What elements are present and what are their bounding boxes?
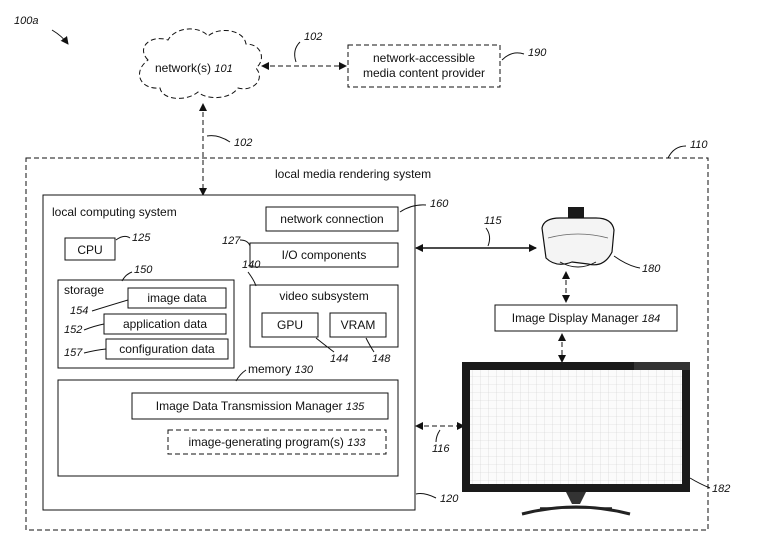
io-ref: 127 xyxy=(222,235,241,247)
local-computing-ref-leader xyxy=(415,493,437,499)
program-label: image-generating program(s) 133 xyxy=(188,435,366,449)
network-connection-label: network connection xyxy=(280,212,383,226)
application-data-ref: 152 xyxy=(64,324,82,336)
network-connection-ref: 160 xyxy=(430,198,449,210)
network-connection-ref-leader xyxy=(399,204,427,213)
local-media-rendering-system-box xyxy=(25,157,709,531)
gpu-ref: 144 xyxy=(330,353,348,365)
network-connection-box xyxy=(265,206,399,232)
storage-label: storage xyxy=(64,283,104,297)
memory-ref-leader xyxy=(235,369,247,382)
video-subsystem-label: video subsystem xyxy=(279,289,368,303)
provider-ref: 190 xyxy=(528,47,547,59)
image-data-transmission-manager-box xyxy=(131,392,389,420)
local-computing-ref: 120 xyxy=(440,493,459,505)
io-label: I/O components xyxy=(282,248,367,262)
io-ref-leader xyxy=(239,239,251,247)
figure-label-arrow xyxy=(51,29,69,45)
network-cloud-icon xyxy=(138,28,262,99)
application-data-ref-leader xyxy=(83,323,105,331)
gpu-box xyxy=(261,312,319,338)
display-ref: 182 xyxy=(712,483,730,495)
hmd-ref-leader xyxy=(613,255,641,269)
image-data-box xyxy=(127,287,227,309)
configuration-data-ref: 157 xyxy=(64,347,83,359)
video-subsystem-ref: 140 xyxy=(242,259,261,271)
vram-label: VRAM xyxy=(341,318,376,332)
local-computing-label: local computing system xyxy=(52,205,177,219)
vram-ref-leader xyxy=(365,337,375,353)
display-link-ref: 116 xyxy=(432,443,450,455)
network-label: network(s) 101 xyxy=(155,61,233,75)
cpu-ref: 125 xyxy=(132,232,151,244)
hmd-ref: 180 xyxy=(642,263,661,275)
figure-label: 100a xyxy=(14,15,38,27)
display-monitor-icon xyxy=(462,362,690,516)
local-media-system-ref-leader xyxy=(667,145,687,159)
image-display-manager-box xyxy=(494,304,678,332)
display-ref-leader xyxy=(689,477,711,489)
hmd-link-ref: 115 xyxy=(484,215,502,227)
image-generating-programs-box xyxy=(167,429,387,455)
storage-ref: 150 xyxy=(134,264,153,276)
display-link-ref-leader xyxy=(435,429,441,443)
vram-ref: 148 xyxy=(372,353,391,365)
image-data-ref-leader xyxy=(91,299,129,312)
configuration-data-ref-leader xyxy=(83,348,107,354)
video-subsystem-ref-leader xyxy=(247,271,257,287)
idtm-label: Image Data Transmission Manager 135 xyxy=(156,399,365,413)
gpu-ref-leader xyxy=(315,337,335,353)
application-data-label: application data xyxy=(123,317,207,331)
local-media-system-label: local media rendering system xyxy=(275,167,431,181)
gpu-label: GPU xyxy=(277,318,303,332)
cpu-label: CPU xyxy=(77,243,102,257)
cpu-box xyxy=(64,237,116,261)
configuration-data-label: configuration data xyxy=(119,342,215,356)
io-components-box xyxy=(249,242,399,268)
image-data-label: image data xyxy=(147,291,207,305)
storage-ref-leader xyxy=(121,271,133,282)
provider-label-line1: network-accessible xyxy=(373,51,475,65)
media-content-provider-box xyxy=(347,44,501,88)
uplink-ref-leader xyxy=(206,135,231,143)
local-media-system-ref: 110 xyxy=(690,139,708,151)
memory-label: memory 130 xyxy=(248,362,314,376)
hmd-link-ref-leader xyxy=(485,227,491,247)
image-data-ref: 154 xyxy=(70,305,88,317)
network-link-ref-leader xyxy=(294,41,301,63)
uplink-ref: 102 xyxy=(234,137,252,149)
provider-label-line2: media content provider xyxy=(363,66,485,80)
cpu-ref-leader xyxy=(115,235,131,241)
network-link-ref: 102 xyxy=(304,31,322,43)
head-mounted-display-icon xyxy=(541,207,615,268)
provider-ref-leader xyxy=(501,52,525,61)
idm-label: Image Display Manager 184 xyxy=(512,311,660,325)
vram-box xyxy=(329,312,387,338)
